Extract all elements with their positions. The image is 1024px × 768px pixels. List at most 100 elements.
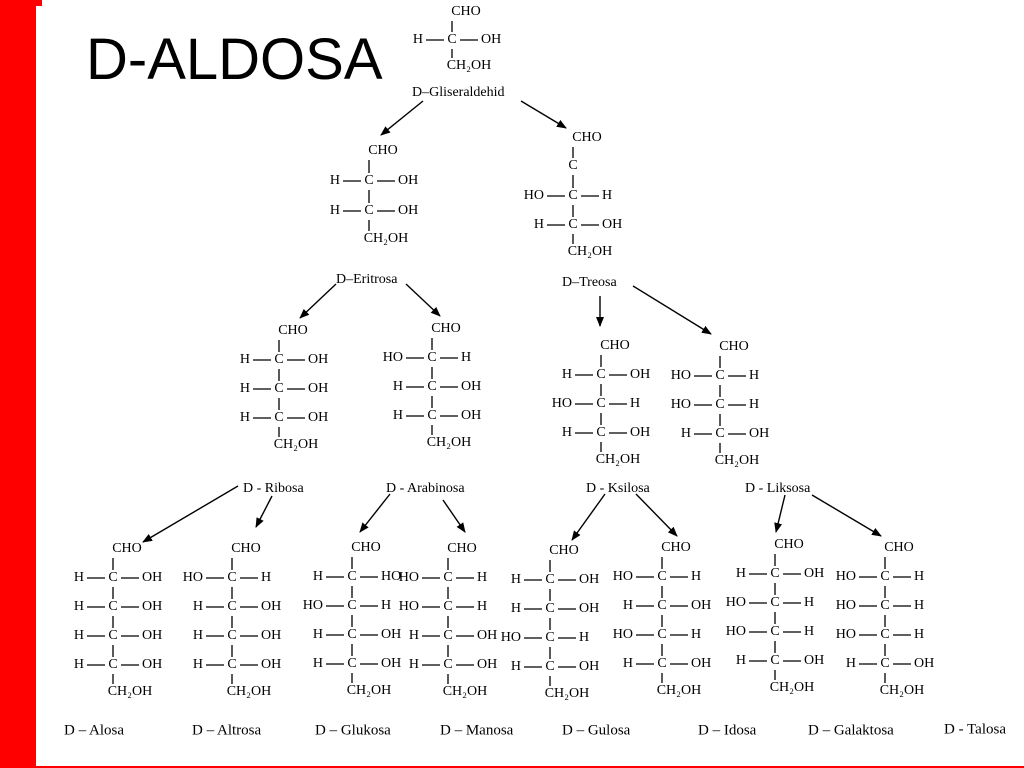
carbon-atom: C bbox=[770, 566, 779, 581]
left-substituent: H bbox=[562, 367, 572, 382]
right-substituent: OH bbox=[602, 217, 622, 232]
right-substituent: OH bbox=[142, 628, 162, 643]
derivation-arrow bbox=[142, 485, 239, 543]
cho-group: CHO bbox=[278, 323, 308, 338]
right-substituent: OH bbox=[381, 656, 401, 671]
molecule-name-gulosa: D – Gulosa bbox=[562, 722, 631, 738]
right-substituent: OH bbox=[477, 657, 497, 672]
right-substituent: OH bbox=[142, 599, 162, 614]
right-substituent: OH bbox=[308, 381, 328, 396]
right-substituent: OH bbox=[481, 32, 501, 47]
right-substituent: H bbox=[602, 188, 612, 203]
carbon-atom: C bbox=[447, 32, 456, 47]
left-substituent: H bbox=[534, 217, 544, 232]
cho-group: CHO bbox=[447, 541, 477, 556]
ch2oh-group: CH₂OH bbox=[443, 684, 488, 699]
left-substituent: H bbox=[193, 599, 203, 614]
right-substituent: OH bbox=[261, 599, 281, 614]
right-substituent: OH bbox=[461, 379, 481, 394]
left-substituent: H bbox=[736, 566, 746, 581]
carbon-atom: C bbox=[880, 627, 889, 642]
carbon-atom: C bbox=[657, 598, 666, 613]
cho-group: CHO bbox=[451, 4, 481, 19]
derivation-arrow bbox=[520, 100, 567, 129]
left-substituent: H bbox=[511, 601, 521, 616]
right-substituent: OH bbox=[579, 601, 599, 616]
left-substituent: HO bbox=[552, 396, 572, 411]
left-substituent: HO bbox=[726, 624, 746, 639]
carbon-atom: C bbox=[274, 352, 283, 367]
carbon-atom: C bbox=[880, 598, 889, 613]
right-substituent: H bbox=[914, 569, 924, 584]
carbon-atom: C bbox=[274, 410, 283, 425]
left-substituent: H bbox=[193, 628, 203, 643]
derivation-arrow bbox=[380, 100, 424, 136]
carbon-atom: C bbox=[568, 217, 577, 232]
carbon-atom: C bbox=[596, 425, 605, 440]
right-substituent: H bbox=[914, 598, 924, 613]
left-substituent: HO bbox=[383, 350, 403, 365]
right-substituent: OH bbox=[398, 173, 418, 188]
cho-group: CHO bbox=[774, 537, 804, 552]
carbon-atom: C bbox=[545, 572, 554, 587]
carbon-atom: C bbox=[545, 601, 554, 616]
ch2oh-group: CH₂OH bbox=[657, 683, 702, 698]
carbon-atom: C bbox=[427, 379, 436, 394]
cho-group: CHO bbox=[112, 541, 142, 556]
right-substituent: OH bbox=[461, 408, 481, 423]
carbon-atom: C bbox=[108, 570, 117, 585]
right-substituent: OH bbox=[691, 598, 711, 613]
derivation-arrow bbox=[774, 494, 786, 533]
derivation-arrow bbox=[811, 494, 882, 537]
carbon-atom: C bbox=[715, 397, 724, 412]
right-substituent: H bbox=[477, 599, 487, 614]
derivation-arrows bbox=[142, 100, 882, 543]
right-substituent: H bbox=[804, 624, 814, 639]
carbon-atom: C bbox=[108, 599, 117, 614]
cho-group: CHO bbox=[351, 540, 381, 555]
left-substituent: HO bbox=[836, 627, 856, 642]
right-substituent: OH bbox=[477, 628, 497, 643]
left-substituent: H bbox=[240, 381, 250, 396]
molecule-name-eritrosa: D–Eritrosa bbox=[336, 272, 398, 287]
left-substituent: H bbox=[623, 656, 633, 671]
ch2oh-group: CH₂OH bbox=[880, 683, 925, 698]
carbon-atom: C bbox=[770, 595, 779, 610]
right-substituent: OH bbox=[261, 628, 281, 643]
right-substituent: OH bbox=[142, 657, 162, 672]
carbon-atom: C bbox=[770, 653, 779, 668]
molecule-name-liksosa: D - Liksosa bbox=[745, 481, 811, 496]
cho-group: CHO bbox=[431, 321, 461, 336]
ch2oh-group: CH₂OH bbox=[447, 58, 492, 73]
carbon-atom: C bbox=[443, 657, 452, 672]
right-substituent: OH bbox=[691, 656, 711, 671]
carbon-atom: C bbox=[427, 350, 436, 365]
molecule-name-talosa: D - Talosa bbox=[944, 721, 1006, 737]
molecule-name-gliseraldehid: D–Gliseraldehid bbox=[412, 85, 505, 100]
derivation-arrow bbox=[442, 499, 466, 533]
carbon-atom: C bbox=[657, 627, 666, 642]
left-substituent: H bbox=[681, 426, 691, 441]
molecule-name-treosa: D–Treosa bbox=[562, 275, 617, 290]
ch2oh-group: CH₂OH bbox=[427, 435, 472, 450]
right-substituent: OH bbox=[630, 425, 650, 440]
left-substituent: HO bbox=[303, 598, 323, 613]
carbon-atom: C bbox=[880, 656, 889, 671]
right-substituent: H bbox=[477, 570, 487, 585]
left-substituent: H bbox=[74, 599, 84, 614]
left-substituent: H bbox=[623, 598, 633, 613]
left-substituent: H bbox=[240, 352, 250, 367]
right-substituent: OH bbox=[308, 352, 328, 367]
ch2oh-group: CH₂OH bbox=[545, 686, 590, 701]
left-substituent: H bbox=[511, 572, 521, 587]
carbon-atom: C bbox=[545, 630, 554, 645]
derivation-arrow bbox=[635, 493, 678, 537]
carbon-atom: C bbox=[657, 569, 666, 584]
